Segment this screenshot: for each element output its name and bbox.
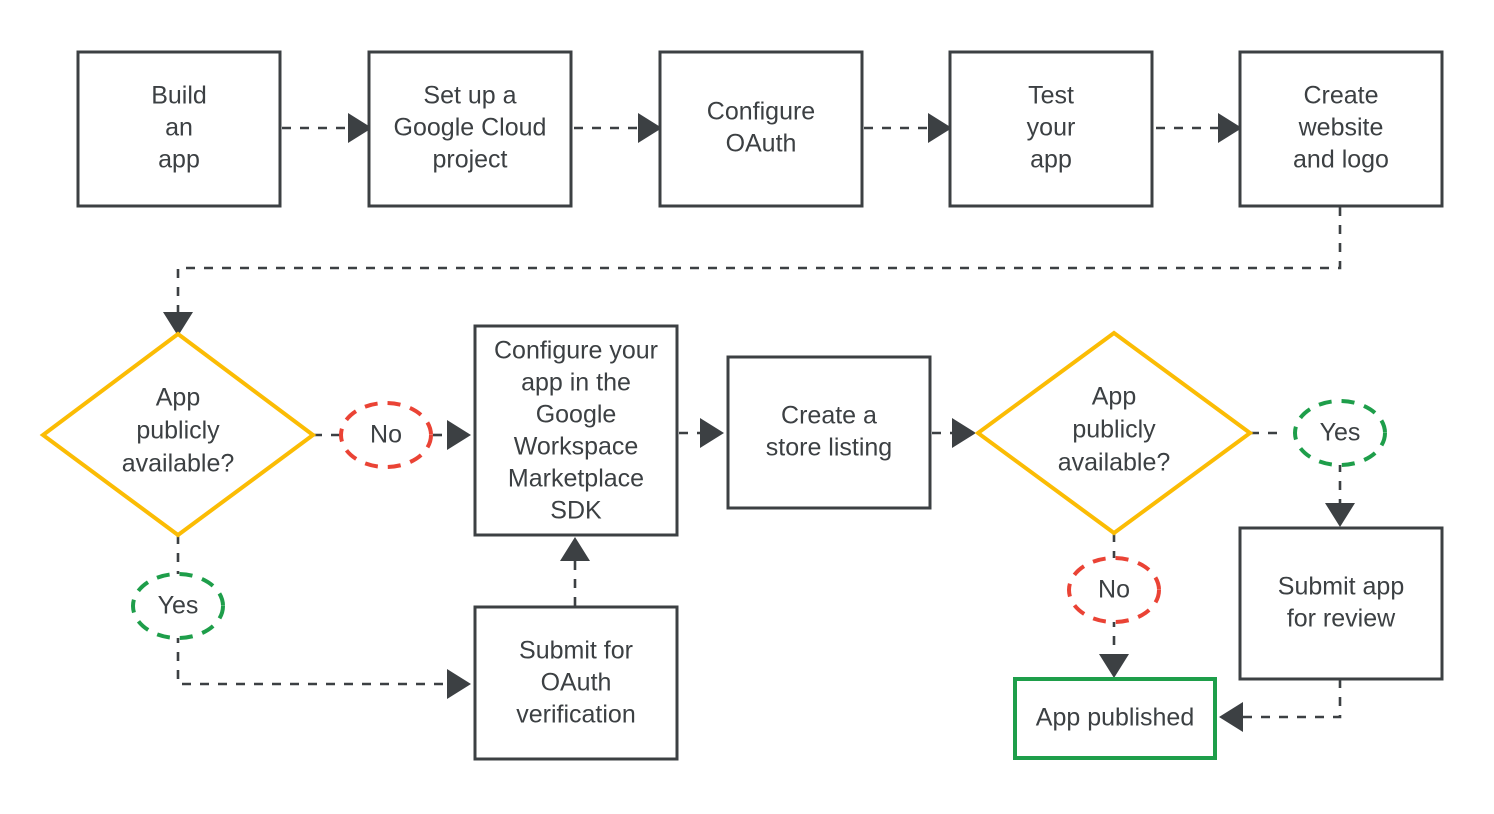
edge-label-yes-1: Yes: [131, 572, 225, 640]
edge-test-to-website: [1156, 113, 1242, 143]
node-create-website-line-3: and logo: [1293, 146, 1389, 174]
node-configure-oauth-line-2: OAuth: [726, 130, 797, 158]
edge-no2-to-app-published: [1099, 618, 1129, 678]
edge-submit-review-to-app-published: [1219, 679, 1342, 732]
node-decision2-line-1: App: [1092, 383, 1136, 411]
node-configure-oauth-line-1: Configure: [707, 98, 815, 126]
edge-store-listing-to-decision2: [932, 418, 976, 448]
edge-yes1-to-submit-oauth: [176, 634, 471, 699]
node-decision1-line-3: available?: [122, 450, 235, 478]
edge-no1-to-configure-sdk: [433, 420, 471, 450]
node-decision1-line-1: App: [156, 384, 200, 412]
node-store-listing-line-1: Create a: [781, 402, 877, 430]
node-submit-oauth-verification[interactable]: Submit for OAuth verification: [473, 605, 679, 761]
node-store-listing-line-2: store listing: [766, 434, 892, 462]
edge-oauth-to-test: [864, 113, 952, 143]
node-set-up-gcp-line-1: Set up a: [423, 82, 516, 110]
node-create-website-line-1: Create: [1303, 82, 1378, 110]
node-build-an-app-line-3: app: [158, 146, 200, 174]
edge-label-no-2: No: [1067, 556, 1161, 624]
node-submit-oauth-line-3: verification: [516, 701, 636, 729]
edge-label-no-2-text: No: [1098, 576, 1130, 604]
node-app-published-line-1: App published: [1036, 704, 1194, 732]
node-decision1-line-2: publicly: [136, 417, 220, 445]
node-create-website-and-logo[interactable]: Create website and logo: [1238, 50, 1444, 208]
node-configure-oauth[interactable]: Configure OAuth: [658, 50, 864, 208]
node-set-up-gcp-line-2: Google Cloud: [394, 114, 547, 142]
node-configure-sdk-line-4: Workspace: [514, 433, 639, 461]
node-decision-app-publicly-available-1[interactable]: App publicly available?: [39, 331, 317, 538]
node-decision2-line-2: publicly: [1072, 416, 1156, 444]
edge-label-no-1: No: [339, 401, 433, 469]
edge-label-yes-2: Yes: [1293, 399, 1387, 467]
edge-build-to-setup: [282, 113, 372, 143]
node-configure-sdk-line-5: Marketplace: [508, 465, 644, 493]
node-set-up-google-cloud-project[interactable]: Set up a Google Cloud project: [367, 50, 573, 208]
edge-submit-oauth-to-configure-sdk: [560, 537, 590, 606]
node-build-an-app-line-2: an: [165, 114, 193, 142]
node-submit-oauth-line-2: OAuth: [541, 669, 612, 697]
node-configure-sdk-line-2: app in the: [521, 369, 631, 397]
node-decision-app-publicly-available-2[interactable]: App publicly available?: [974, 330, 1254, 536]
edge-setup-to-oauth: [574, 113, 662, 143]
edge-label-yes-1-text: Yes: [158, 592, 199, 620]
node-build-an-app[interactable]: Build an app: [76, 50, 282, 208]
node-test-your-app-line-1: Test: [1028, 82, 1074, 110]
node-submit-review-line-1: Submit app: [1278, 573, 1404, 601]
node-app-published[interactable]: App published: [1013, 677, 1217, 760]
edge-yes2-to-submit-review: [1325, 463, 1355, 527]
edge-configure-sdk-to-store-listing: [679, 418, 724, 448]
node-configure-sdk-line-6: SDK: [550, 497, 602, 525]
node-decision2-line-3: available?: [1058, 449, 1171, 477]
node-submit-app-for-review[interactable]: Submit app for review: [1238, 526, 1444, 681]
edges-layer: [163, 113, 1355, 732]
node-set-up-gcp-line-3: project: [432, 146, 507, 174]
edge-label-no-1-text: No: [370, 421, 402, 449]
edge-website-to-decision1: [163, 207, 1342, 336]
node-test-your-app-line-3: app: [1030, 146, 1072, 174]
node-configure-sdk-line-3: Google: [536, 401, 617, 429]
node-configure-sdk-line-1: Configure your: [494, 337, 658, 365]
node-create-website-line-2: website: [1298, 114, 1384, 142]
edge-label-yes-2-text: Yes: [1320, 419, 1361, 447]
node-test-your-app-line-2: your: [1027, 114, 1076, 142]
node-create-store-listing[interactable]: Create a store listing: [726, 355, 932, 510]
node-submit-review-line-2: for review: [1287, 605, 1396, 633]
node-build-an-app-line-1: Build: [151, 82, 207, 110]
node-configure-app-marketplace-sdk[interactable]: Configure your app in the Google Workspa…: [473, 324, 679, 537]
node-submit-oauth-line-1: Submit for: [519, 637, 633, 665]
node-test-your-app[interactable]: Test your app: [948, 50, 1154, 208]
